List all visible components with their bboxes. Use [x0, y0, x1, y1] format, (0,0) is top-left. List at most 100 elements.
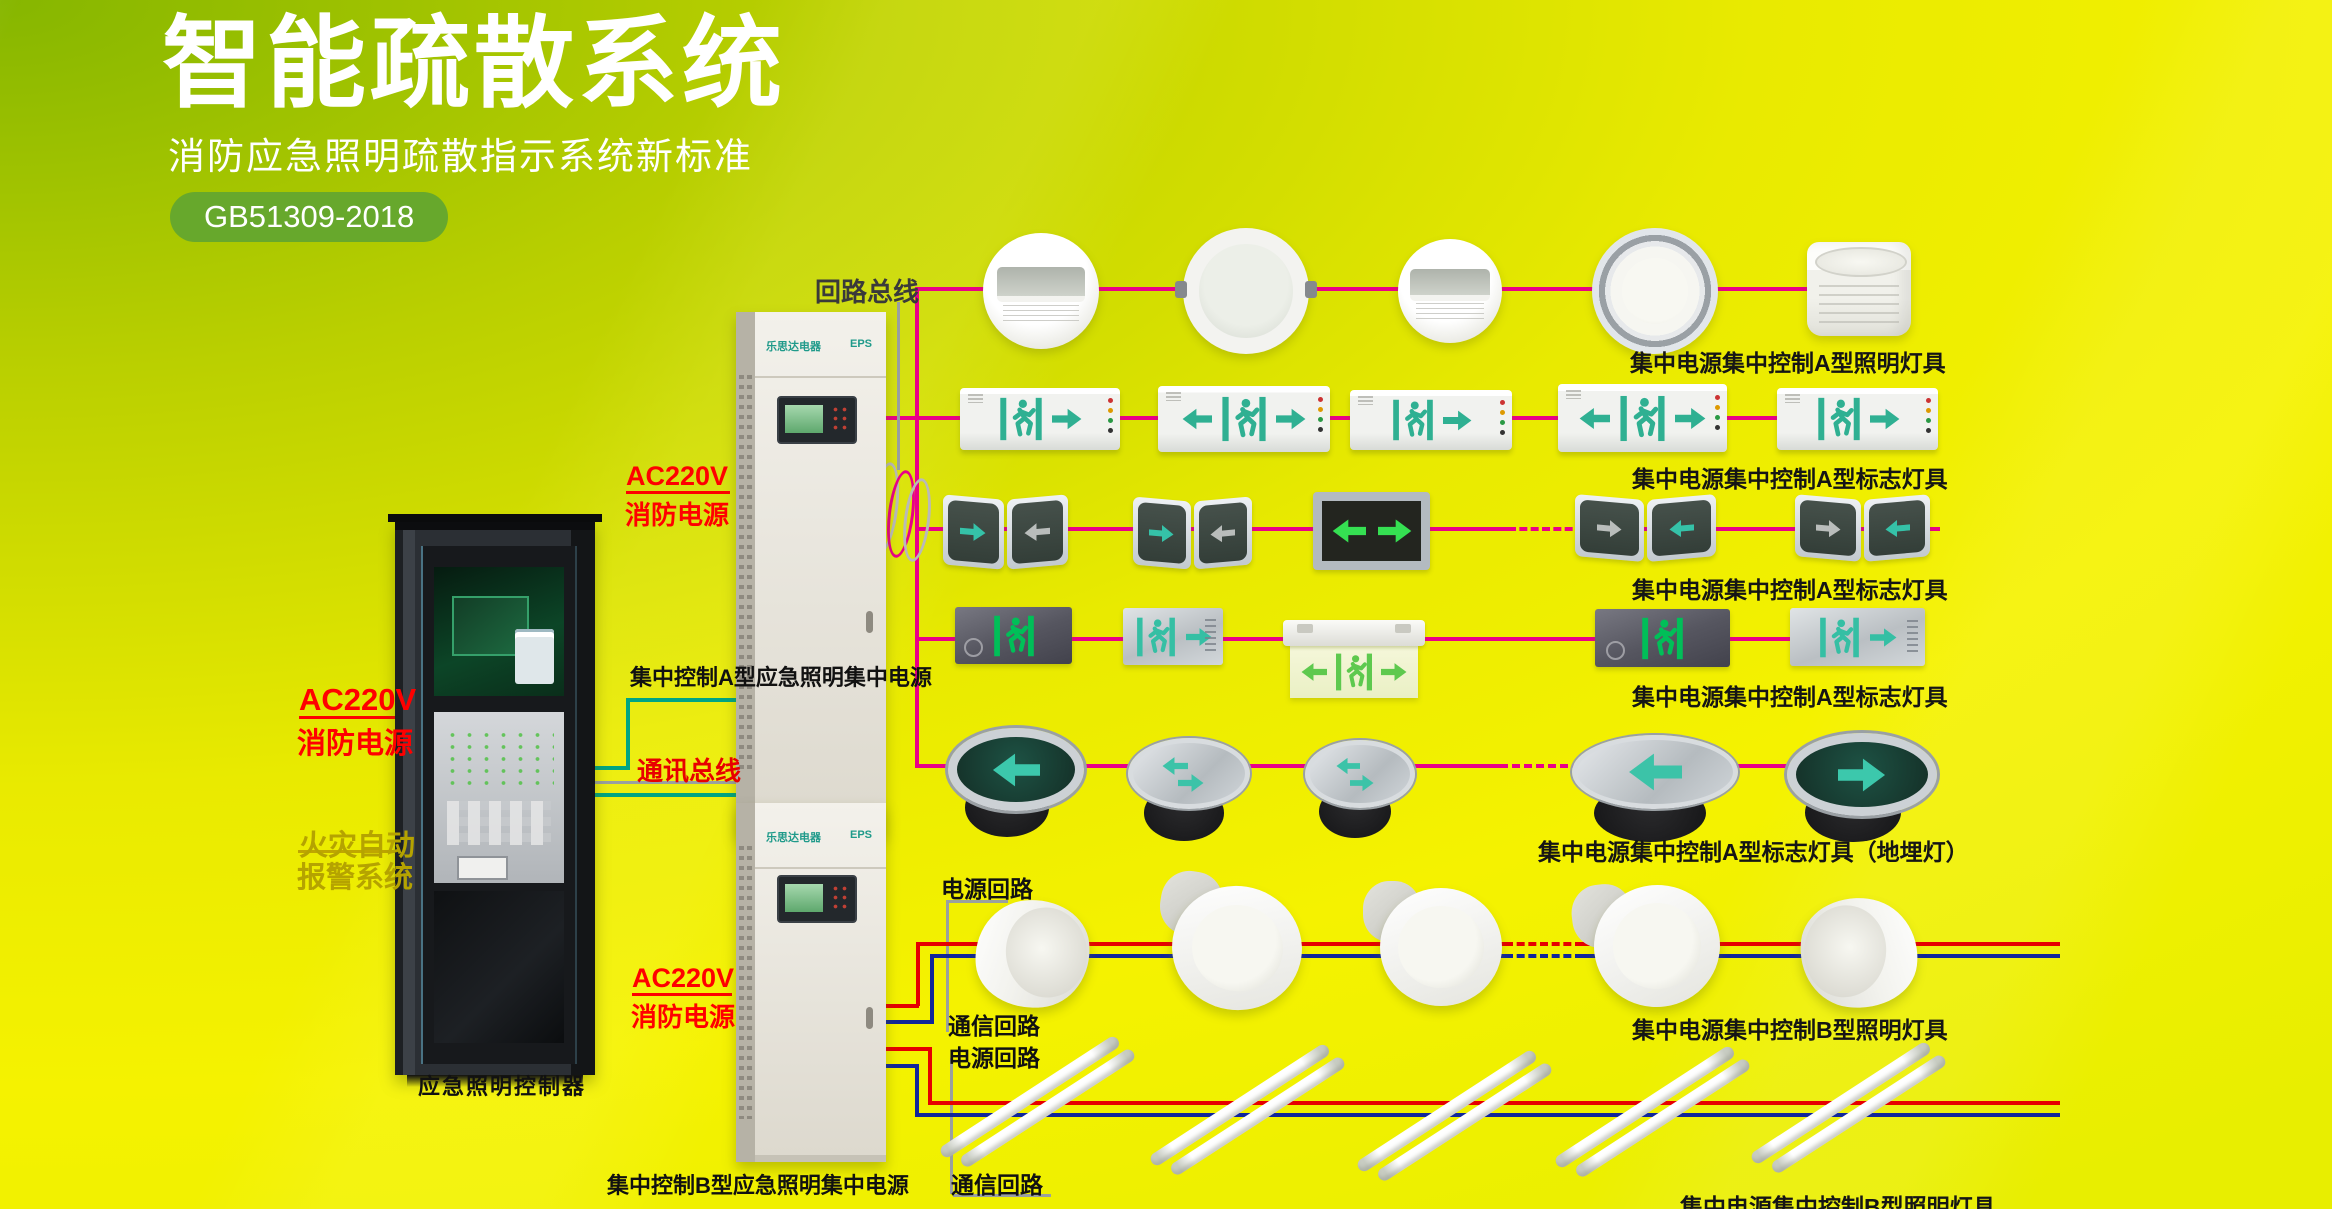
loop-bus-pointer-line	[897, 302, 900, 470]
comm-circuit2-blue	[878, 1064, 919, 1068]
mount-clip	[1305, 280, 1317, 298]
arrow-left-icon	[1182, 408, 1212, 430]
label-lines	[1415, 303, 1485, 321]
cert-emblem	[964, 638, 984, 658]
arrow-left-icon	[1668, 518, 1694, 538]
circuit-bracket-line	[950, 1058, 953, 1194]
ground-light	[1572, 735, 1738, 843]
light-lens	[1815, 246, 1907, 277]
arrow-right-icon	[1838, 758, 1886, 791]
ground-light	[1305, 740, 1415, 839]
light-lens	[1622, 258, 1688, 324]
row6-label: 集中电源集中控制B型照明灯具	[1632, 1017, 1948, 1043]
ac-label-underline	[626, 491, 730, 494]
psu-brand: 乐思达电器	[766, 341, 821, 353]
a-type-downlight	[1398, 239, 1502, 343]
row1-label: 集中电源集中控制A型照明灯具	[1630, 350, 1946, 376]
b-type-tube-light	[1749, 1040, 1948, 1181]
emergency-lighting-controller-cabinet	[388, 514, 602, 1087]
sign-panel	[1795, 494, 1861, 562]
ground-light	[1128, 738, 1250, 841]
light-lens	[1199, 244, 1293, 338]
comm-circuit-blue	[930, 954, 934, 1022]
sign-panel	[1193, 496, 1251, 570]
power-circuit-red	[916, 942, 920, 1006]
arrow-right-icon	[1276, 408, 1306, 430]
psu-door-handle	[866, 611, 873, 634]
indicator-leds	[1500, 399, 1505, 435]
sign-panel	[1646, 494, 1715, 562]
running-man-icon	[1334, 652, 1374, 692]
a-type-downlight	[1175, 228, 1317, 354]
light-face	[1572, 735, 1738, 809]
comm-circuit-label: 通信回路	[951, 1172, 1043, 1198]
indicator-leds	[1108, 397, 1113, 433]
cert-emblem	[1605, 641, 1625, 661]
comm-circuit-blue	[878, 1020, 934, 1024]
label-lines	[1566, 390, 1581, 399]
arrow-right-icon	[1869, 408, 1899, 430]
comm-bus-segment	[594, 766, 630, 770]
arrow-left-icon	[1210, 523, 1235, 543]
fire-power-label: 消防电源	[625, 500, 730, 530]
double-arrow-sign	[943, 494, 1067, 570]
fire-alarm-system-label-2: 报警系统	[297, 862, 414, 894]
mount-clip	[1175, 280, 1187, 298]
arrow-right-icon	[1149, 523, 1174, 543]
running-man-icon	[1640, 616, 1685, 661]
arrow-right-icon	[1381, 663, 1407, 681]
comm-circuit-label: 通信回路	[948, 1013, 1040, 1039]
light-face	[1305, 740, 1415, 809]
exit-sign	[1350, 390, 1512, 450]
arrow-left-icon	[1579, 407, 1610, 429]
psu-b-cabinet: 乐思达电器 EPS	[736, 803, 886, 1162]
psu-model: EPS	[849, 338, 872, 350]
sign-panel	[1006, 494, 1067, 570]
psu-side-vents	[736, 312, 755, 835]
running-man-icon	[992, 614, 1036, 658]
fire-alarm-system-label-1: 火灾自动	[299, 830, 416, 862]
running-man-icon	[998, 396, 1044, 442]
b-type-downlight	[1155, 866, 1311, 1020]
metal-exit-sign	[1595, 609, 1730, 667]
power-circuit-label: 电源回路	[941, 876, 1033, 902]
ground-light	[1787, 733, 1937, 843]
recessed-arrow-sign	[1313, 492, 1430, 570]
b-type-downlight	[1568, 877, 1727, 1015]
label-lines	[1358, 396, 1373, 405]
label-lines	[1819, 285, 1899, 325]
light-face	[948, 728, 1084, 812]
sign-panel	[1575, 494, 1644, 562]
row4-label: 集中电源集中控制A型标志灯具	[1632, 684, 1948, 710]
b-type-tube-light	[1355, 1048, 1554, 1189]
loop-line-row3-dashed	[1508, 527, 1584, 531]
arrow-right-icon	[1675, 407, 1706, 429]
exit-sign	[1777, 388, 1938, 450]
arrow-left-icon	[1024, 522, 1050, 542]
alarm-label-underline	[298, 850, 398, 853]
arrow-left-icon	[1885, 518, 1910, 538]
exit-sign-double-arrow	[1558, 384, 1727, 452]
cabinet-display-screen	[433, 567, 565, 697]
double-arrow-sign	[1795, 494, 1930, 562]
arrow-right-icon	[1177, 774, 1204, 792]
metal-exit-sign	[955, 607, 1072, 664]
comm-bus-segment	[626, 700, 630, 770]
sign-panel	[1864, 494, 1930, 562]
comm-bus-to-psu-a	[626, 698, 738, 702]
steel-exit-sign	[1123, 608, 1223, 665]
arrow-right-icon	[1870, 627, 1897, 647]
label-lines	[1907, 619, 1918, 654]
row2-label: 集中电源集中控制A型标志灯具	[1632, 466, 1948, 492]
cabinet-lower-panel	[433, 890, 565, 1044]
indicator-leds	[1926, 397, 1931, 433]
arrow-right-icon	[1377, 519, 1411, 543]
ceiling-recessed-exit-sign	[1283, 620, 1425, 704]
indicator-leds	[1318, 396, 1323, 432]
cabinet-control-panel	[433, 712, 565, 883]
indicator-leds	[1715, 394, 1720, 430]
loop-line-row5b	[1580, 764, 1920, 768]
loop-line-row1	[915, 287, 1862, 291]
comm-circuit-underline	[953, 1194, 1051, 1197]
arrow-right-icon	[1596, 518, 1622, 538]
